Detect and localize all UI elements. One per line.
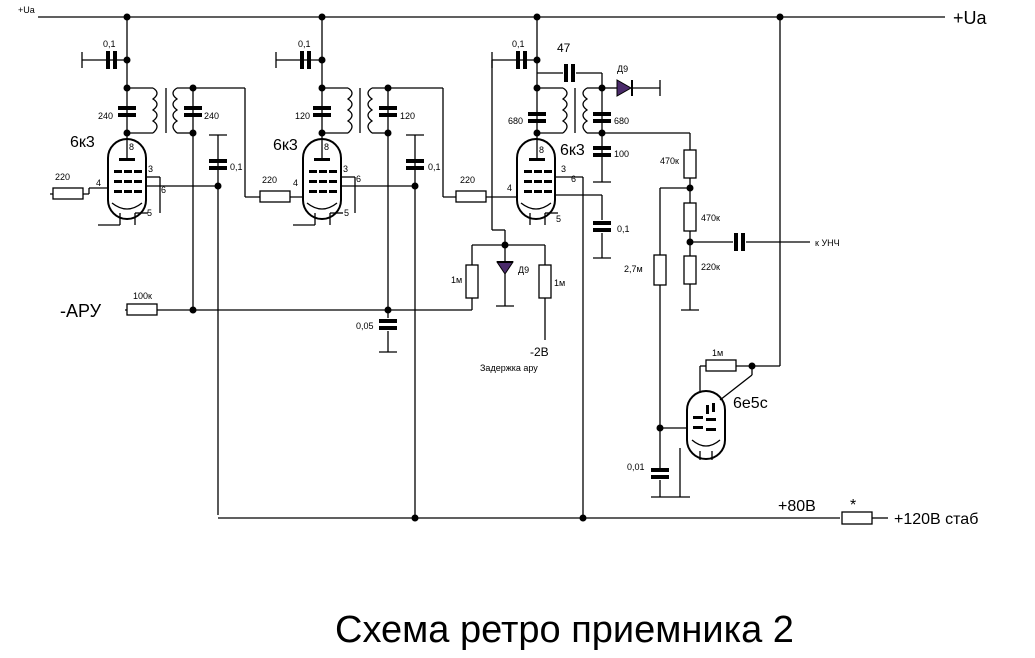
- r-470a-label: 470к: [660, 156, 679, 166]
- r-27m-label: 2,7м: [624, 264, 643, 274]
- to-amp-label: к УНЧ: [815, 238, 840, 248]
- t1-pin5: 5: [147, 208, 152, 218]
- v120-label: +120В стаб: [894, 511, 978, 528]
- v80-rail: [218, 511, 888, 525]
- c2-tank-b-label: 120: [400, 111, 415, 121]
- t3-pin3: 3: [561, 164, 566, 174]
- star-label: *: [850, 497, 856, 514]
- v80-label: +80В: [778, 498, 816, 515]
- t2-pin4: 4: [293, 178, 298, 188]
- c1-tank-b-label: 240: [204, 111, 219, 121]
- schematic-title: Схема ретро приемника 2: [335, 609, 794, 651]
- r-grid2-label: 220: [262, 175, 277, 185]
- c3-dec-label: 0,1: [512, 39, 525, 49]
- t3-pin4: 4: [507, 183, 512, 193]
- delay-label: Задержка ару: [480, 363, 538, 373]
- stage-2: [245, 17, 444, 515]
- ua-rail: [38, 13, 945, 21]
- t1-pin6: 6: [161, 185, 166, 195]
- r-grid1-label: 220: [55, 172, 70, 182]
- c1-byp-label: 0,1: [230, 162, 243, 172]
- c2-dec-label: 0,1: [298, 39, 311, 49]
- r-1m-b-label: 1м: [554, 278, 565, 288]
- r-1m-ind-label: 1м: [712, 348, 723, 358]
- ua-left-label: +Ua: [18, 5, 35, 15]
- c-couple-label: 47: [557, 41, 571, 55]
- t2-pin3: 3: [343, 164, 348, 174]
- minus2v-label: -2В: [530, 345, 549, 359]
- t3-pin6: 6: [571, 174, 576, 184]
- t2-pin6: 6: [356, 174, 361, 184]
- stage-1: [50, 17, 246, 515]
- stage-3: [443, 17, 691, 515]
- ua-right-label: +Ua: [953, 8, 988, 28]
- c2-byp-label: 0,1: [428, 162, 441, 172]
- aru-label: -АРУ: [60, 301, 102, 321]
- c2-tank-a-label: 120: [295, 111, 310, 121]
- r-220k-label: 220к: [701, 262, 720, 272]
- t1-pin4: 4: [96, 178, 101, 188]
- tube-3-label: 6к3: [560, 142, 585, 159]
- t3-pin8: 8: [539, 145, 544, 155]
- agc-network: [125, 60, 552, 353]
- r-470b-label: 470к: [701, 213, 720, 223]
- tube-2-label: 6к3: [273, 137, 298, 154]
- t2-pin5: 5: [344, 208, 349, 218]
- r-grid3-label: 220: [460, 175, 475, 185]
- c3-tank-b-label: 680: [614, 116, 629, 126]
- c-001-label: 0,01: [627, 462, 645, 472]
- d-aru-label: Д9: [518, 265, 529, 275]
- c1-dec-label: 0,1: [103, 39, 116, 49]
- c3-byp-label: 0,1: [617, 224, 630, 234]
- c1-tank-a-label: 240: [98, 111, 113, 121]
- tube-ind-label: 6е5с: [733, 395, 768, 412]
- tube-1-label: 6к3: [70, 134, 95, 151]
- c-aru-label: 0,05: [356, 321, 374, 331]
- c-100-label: 100: [614, 149, 629, 159]
- t3-pin5: 5: [556, 214, 561, 224]
- t1-pin8: 8: [129, 142, 134, 152]
- c3-tank-a-label: 680: [508, 116, 523, 126]
- t1-pin3: 3: [148, 164, 153, 174]
- detector-section: [651, 17, 810, 498]
- r-1m-a-label: 1м: [451, 275, 462, 285]
- t2-pin8: 8: [324, 142, 329, 152]
- r-aru-label: 100к: [133, 291, 152, 301]
- d-det-label: Д9: [617, 64, 628, 74]
